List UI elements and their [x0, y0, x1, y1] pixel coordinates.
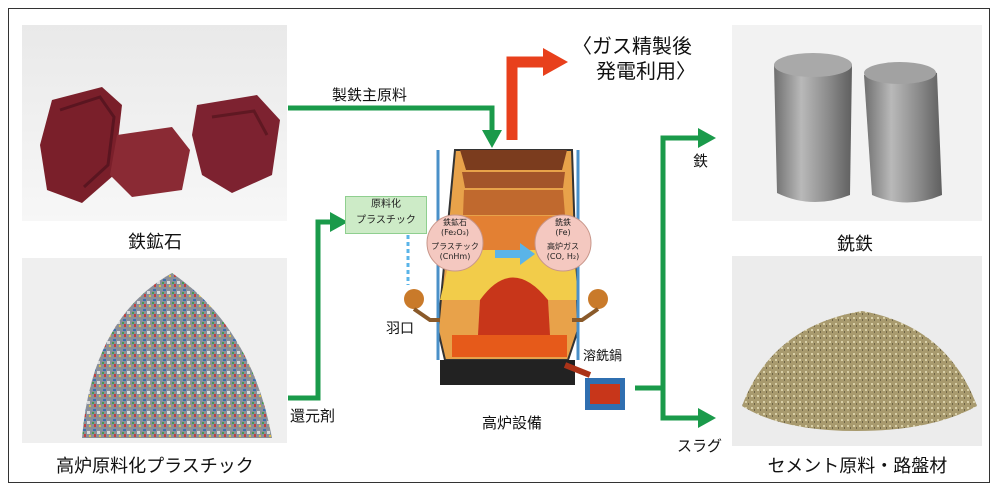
raw-plastic-line1: 原料化 [371, 199, 401, 210]
bubble-pig-iron: 銑鉄 [555, 218, 571, 227]
bubble-right: 銑鉄 (Fe) 高炉ガス (CO, H₂) [535, 218, 591, 262]
bubble-iron-ore: 鉄鉱石 [443, 218, 467, 227]
bubble-bf-gas-sub: (CO, H₂) [546, 252, 580, 261]
cement-material-photo [732, 256, 982, 446]
raw-plastic-box: 原料化 プラスチック [345, 196, 427, 234]
iron-label: 鉄 [693, 152, 709, 170]
iron-ore-photo [22, 25, 287, 221]
bubble-bf-gas: 高炉ガス [547, 242, 579, 251]
reducing-agent-arrow [288, 219, 332, 401]
plastic-photo [22, 258, 287, 443]
slag-label: スラグ [677, 437, 723, 455]
pig-iron-caption: 銑鉄 [837, 234, 873, 255]
bubble-pig-iron-sub: (Fe) [555, 228, 571, 237]
gas-arrow [506, 56, 545, 140]
hot-metal-ladle-label: 溶銑鍋 [583, 349, 623, 364]
pig-iron-photo [732, 25, 982, 221]
raw-material-arrow [288, 105, 495, 132]
gas-label-line1: 〈ガス精製後 [572, 34, 692, 58]
iron-ore-caption: 鉄鉱石 [128, 232, 182, 253]
bubble-left: 鉄鉱石 (Fe₂O₃) プラスチック (CnHm) [427, 218, 483, 262]
bubble-plastic-sub: (CnHm) [439, 252, 471, 261]
iron-arrow [635, 135, 700, 391]
gas-label-line2: 発電利用〉 [596, 59, 696, 83]
main-raw-material-label: 製鉄主原料 [332, 86, 408, 104]
tuyere-label: 羽口 [386, 321, 414, 337]
blast-furnace-label: 高炉設備 [482, 414, 543, 432]
slag-arrow [660, 388, 700, 421]
raw-plastic-line2: プラスチック [356, 215, 416, 226]
bubble-plastic: プラスチック [431, 242, 479, 251]
plastic-caption: 高炉原料化プラスチック [56, 456, 254, 477]
reducing-agent-label: 還元剤 [290, 407, 336, 425]
cement-material-caption: セメント原料・路盤材 [767, 456, 948, 477]
bubble-iron-ore-sub: (Fe₂O₃) [440, 228, 470, 237]
